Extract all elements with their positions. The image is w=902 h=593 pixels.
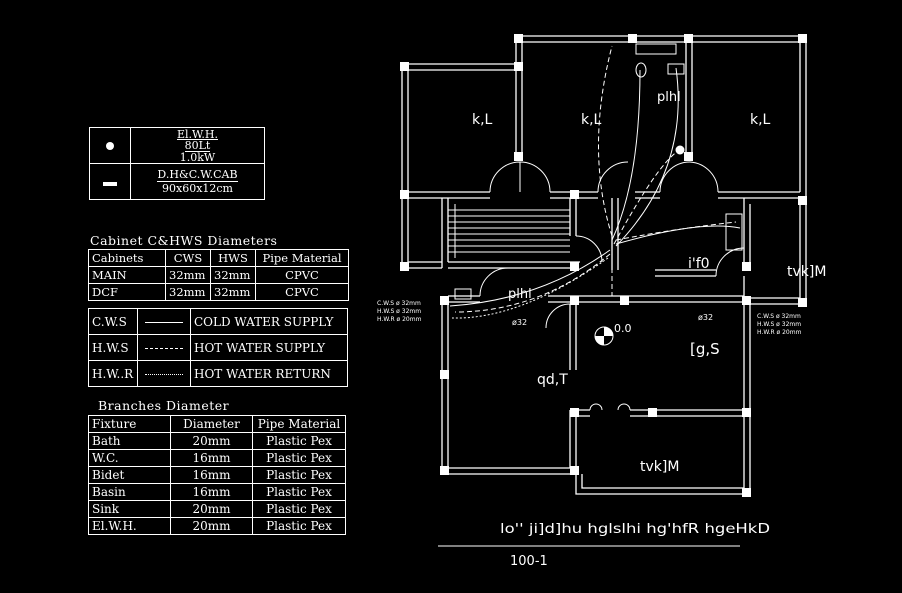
heater-capacity: 80Lt: [184, 138, 211, 152]
branch-cell: 20mm: [170, 517, 253, 535]
room-label-left: qd,T: [537, 372, 568, 388]
branch-cell: Plastic Pex: [252, 500, 346, 518]
branch-cell: 20mm: [170, 432, 253, 450]
note-right-line: H.W.R ø 20mm: [757, 329, 802, 336]
pipe-note-right: C.W.S ø 32mm H.W.S ø 32mm H.W.R ø 20mm: [757, 313, 802, 336]
walls: [401, 35, 807, 495]
cabinet-diameter-table: Cabinets CWS HWS Pipe Material MAIN 32mm…: [88, 249, 349, 301]
line-type-legend: C.W.S COLD WATER SUPPLY H.W.S HOT WATER …: [88, 308, 348, 387]
note-left-line: C.W.S ø 32mm: [377, 300, 421, 307]
doors: [479, 161, 745, 411]
room-label-bedroom-1: k,L: [472, 112, 493, 128]
cabinet-cell: 32mm: [210, 283, 256, 301]
room-label-balcony-right: tvk]M: [787, 264, 826, 280]
table-row: MAIN 32mm 32mm CPVC: [88, 266, 349, 284]
note-left-line: H.W.S ø 32mm: [377, 308, 421, 315]
line-sample-dashdot: [137, 360, 191, 387]
cabinet-header-0: Cabinets: [88, 249, 166, 267]
small-wc-icon: [454, 288, 472, 300]
heater-symbol-cell: [89, 127, 131, 164]
branch-cell: 16mm: [170, 449, 253, 467]
cabinet-spec-cell: D.H&C.W.CAB 90x60x12cm: [130, 163, 265, 200]
room-label-balcony-bottom: tvk]M: [640, 459, 679, 475]
cabinet-size: 90x60x12cm: [162, 182, 233, 195]
bidet-icon: [667, 63, 685, 75]
table-row: H.W..R HOT WATER RETURN: [88, 360, 348, 387]
fixtures: [454, 43, 743, 300]
line-code: H.W..R: [88, 360, 138, 387]
branch-cell: Sink: [88, 500, 171, 518]
cabinet-symbol-cell: [89, 163, 131, 200]
cabinet-cell: 32mm: [165, 266, 211, 284]
columns: [400, 34, 807, 497]
pipe-size-label-2: ø32: [512, 318, 527, 327]
fixture-legend-table: El.W.H. 80Lt 1.0kW D.H&C.W.CAB 90x60x12c…: [89, 127, 265, 200]
cabinet-cell: 32mm: [165, 283, 211, 301]
toilet-icon: [635, 62, 647, 78]
dashed-line-icon: [145, 347, 183, 349]
water-heater-icon: [106, 141, 114, 150]
level-marker: 0.0: [594, 322, 632, 346]
cabinet-cell: CPVC: [255, 283, 349, 301]
heater-title: El.W.H.: [176, 127, 218, 141]
line-label: HOT WATER RETURN: [190, 360, 348, 387]
room-label-bathroom-small: plhl: [508, 287, 532, 302]
dashdot-line-icon: [145, 373, 183, 375]
room-label-kitchen: i'f0: [688, 256, 710, 272]
branches-table-title: Branches Diameter: [98, 398, 230, 413]
note-left-line: H.W.R ø 20mm: [377, 316, 422, 323]
table-row: C.W.S COLD WATER SUPPLY: [88, 308, 348, 335]
level-value: 0.0: [614, 322, 632, 335]
note-right-line: H.W.S ø 32mm: [757, 321, 801, 328]
room-label-bedroom-2: k,L: [581, 112, 602, 128]
cabinet-table-title: Cabinet C&HWS Diameters: [90, 233, 278, 248]
room-label-living: [g,S: [690, 340, 720, 358]
drawing-title: lo'' ji]d]hu hglslhi hg'hfR hgeHkD: [500, 521, 770, 537]
drawing-scale: 100-1: [510, 554, 548, 569]
pipe-size-label-1: ø32: [698, 313, 713, 322]
cabinet-cell: DCF: [88, 283, 166, 301]
stairs: [448, 204, 570, 258]
note-right-line: C.W.S ø 32mm: [757, 313, 801, 320]
room-label-bathroom: plhl: [657, 90, 681, 105]
room-label-bedroom-3: k,L: [750, 112, 771, 128]
table-row: DCF 32mm 32mm CPVC: [88, 283, 349, 301]
heater-power: 1.0kW: [179, 150, 216, 164]
line-code: C.W.S: [88, 308, 138, 335]
pipes: [449, 45, 741, 319]
cabinet-icon: [103, 181, 117, 186]
branch-cell: W.C.: [88, 449, 171, 467]
solid-line-icon: [145, 321, 183, 323]
bathtub-icon: [635, 43, 677, 55]
pipe-note-left: C.W.S ø 32mm H.W.S ø 32mm H.W.R ø 20mm: [377, 300, 422, 323]
cabinet-cell: MAIN: [88, 266, 166, 284]
cabinet-title: D.H&C.W.CAB: [157, 168, 238, 182]
sink-icon: [725, 213, 743, 251]
branch-cell: Plastic Pex: [252, 517, 346, 535]
branch-cell: 16mm: [170, 483, 253, 501]
